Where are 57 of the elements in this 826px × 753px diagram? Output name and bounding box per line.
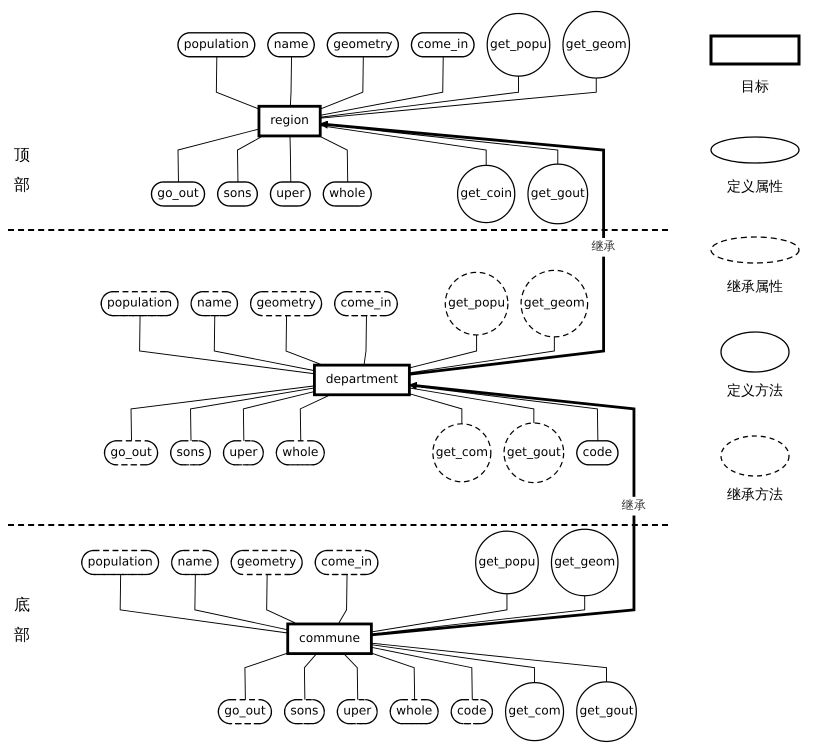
connector [320,56,444,116]
connector [194,574,288,630]
connector [408,385,598,442]
legend-label: 定义方法 [727,382,783,400]
connector [320,56,364,110]
connector [343,653,358,701]
connector [320,78,597,119]
connector [304,653,318,701]
connector [320,125,487,166]
connector [408,393,462,424]
connector [130,385,315,442]
legend-label: 目标 [741,78,769,96]
node-circle: get_popu [475,530,539,594]
node-circle: get_coin [456,164,516,224]
connector [370,646,473,701]
node-circle: get_popu [444,272,508,336]
node-circle: get_com [432,423,492,482]
connector [320,76,519,118]
connector [139,316,315,374]
connector [290,135,292,183]
arrow [371,382,636,636]
node-circle: get_gout [527,164,588,224]
connector [364,316,367,366]
connector [214,316,315,372]
node-box: department [313,364,411,396]
node-circle: get_geom [520,270,588,338]
node-circle: get_geom [550,528,619,596]
connector [408,334,478,368]
edge-label: 继承 [622,498,646,513]
legend-label: 继承属性 [727,278,783,296]
section-label: 底部 [14,594,31,646]
connector [242,391,315,442]
legend-label: 继承方法 [727,486,783,504]
node-circle: get_gout [576,681,637,742]
node-circle: get_popu [486,12,550,77]
node-circle: get_gout [503,422,564,484]
connector [290,56,292,107]
edge-label: 继承 [591,240,616,254]
connector [320,124,558,165]
connector [190,388,315,442]
node-circle: get_geom [562,10,630,79]
arrow [320,120,606,376]
connector [120,574,288,634]
node-circle: get_com [504,682,564,742]
connector [338,574,348,624]
connector [216,56,260,110]
connector [408,387,534,424]
connector [370,593,508,632]
node-box: region [258,104,322,138]
connector [370,642,607,682]
section-label: 顶部 [14,144,31,196]
legend-label: 定义属性 [727,178,783,196]
connector [408,336,555,374]
connector [178,128,260,183]
node-box: commune [286,622,373,656]
connector [370,595,586,635]
connector [370,644,535,684]
